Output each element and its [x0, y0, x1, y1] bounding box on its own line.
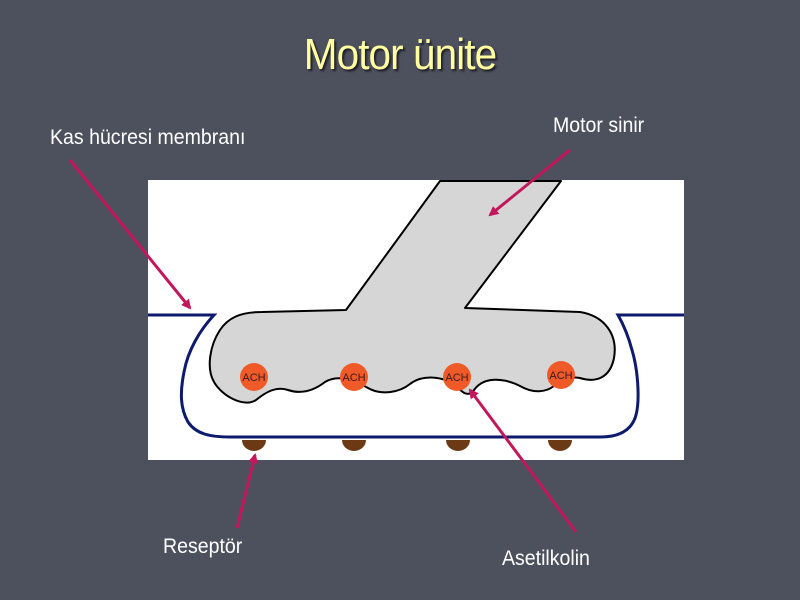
nerve-arrow [488, 148, 571, 217]
receptor [548, 440, 572, 451]
svg-text:ACH: ACH [242, 372, 265, 384]
ach-vesicle: ACH [240, 363, 268, 391]
slide-title: Motor ünite [303, 30, 497, 79]
muscle-membrane [148, 313, 684, 439]
receptor [446, 440, 470, 451]
label-receptor: Reseptör [163, 535, 243, 558]
membrane-arrow [68, 159, 192, 310]
label-muscle-membrane: Kas hücresi membranı [50, 126, 246, 149]
ach-vesicle: ACH [443, 363, 471, 391]
svg-text:ACH: ACH [445, 372, 468, 384]
ach-vesicle: ACH [340, 363, 368, 391]
receptor-arrow [235, 453, 258, 529]
label-acetylcholine: Asetilkolin [502, 547, 590, 570]
receptor [342, 440, 366, 451]
ach-vesicle: ACH [547, 361, 575, 389]
motor-nerve [208, 180, 616, 404]
svg-text:ACH: ACH [549, 370, 572, 382]
acetylcholine-arrow [468, 388, 578, 533]
label-motor-nerve: Motor sinir [553, 114, 645, 137]
receptor [242, 440, 266, 451]
svg-text:ACH: ACH [342, 372, 365, 384]
